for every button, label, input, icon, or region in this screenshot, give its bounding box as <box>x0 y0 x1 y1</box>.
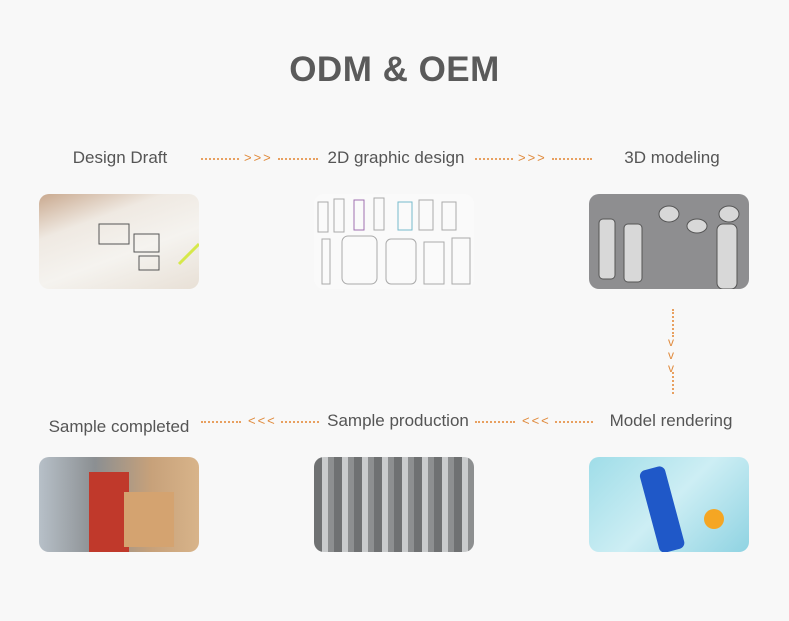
delivery-person-boxes-image <box>39 457 199 552</box>
connector-dots <box>555 421 593 423</box>
step-label-sample-production: Sample production <box>327 411 469 430</box>
forward-arrow-icon: >>> <box>518 150 547 165</box>
down-arrow-icon: v v v <box>668 335 674 375</box>
step-label-3d-modeling: 3D modeling <box>624 148 720 167</box>
back-arrow-icon: <<< <box>522 413 551 428</box>
blue-bottle-on-ice-image <box>589 457 749 552</box>
step-label-2d-design: 2D graphic design <box>327 148 465 167</box>
step-label-sample-completed: Sample completed <box>48 417 190 436</box>
connector-dots <box>475 158 513 160</box>
connector-dots <box>475 421 515 423</box>
step-label-model-rendering: Model rendering <box>609 411 733 430</box>
connector-dots <box>672 309 674 337</box>
connector-dots <box>278 158 318 160</box>
connector-dots <box>552 158 592 160</box>
steel-bottles-rows-image <box>314 457 474 552</box>
connector-dots <box>201 421 241 423</box>
connector-dots <box>672 372 674 394</box>
page-title: ODM & OEM <box>289 50 500 89</box>
forward-arrow-icon: >>> <box>244 150 273 165</box>
3d-bottle-models-image <box>589 194 749 289</box>
sketch-drawing-image <box>39 194 199 289</box>
step-label-design-draft: Design Draft <box>72 148 168 167</box>
connector-dots <box>201 158 239 160</box>
connector-dots <box>281 421 319 423</box>
back-arrow-icon: <<< <box>248 413 277 428</box>
bottle-line-drawings-image <box>314 194 474 289</box>
